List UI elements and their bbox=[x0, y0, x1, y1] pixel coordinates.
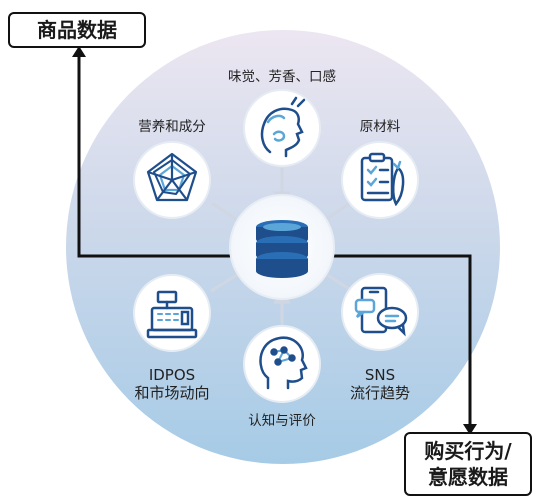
label-sns-line2: 流行趋势 bbox=[349, 384, 410, 402]
purchase-label-line1: 购买行为/ bbox=[424, 439, 512, 463]
label-cognition: 认知与评价 bbox=[248, 413, 316, 429]
sns-chat-icon bbox=[354, 286, 408, 337]
purchase-intent-data-box: 购买行为/ 意愿数据 bbox=[404, 432, 532, 496]
taste-face-icon bbox=[260, 96, 306, 158]
register-icon bbox=[146, 290, 198, 339]
radar-chart-icon bbox=[146, 152, 198, 202]
label-taste: 味觉、芳香、口感 bbox=[228, 69, 336, 85]
label-sns: SNS 流行趋势 bbox=[345, 366, 415, 402]
database-icon bbox=[256, 220, 308, 278]
node-cognition bbox=[243, 325, 321, 403]
label-sns-line1: SNS bbox=[364, 366, 396, 384]
label-idpos-line2: 和市场动向 bbox=[134, 384, 210, 402]
node-taste bbox=[243, 89, 321, 167]
label-idpos: IDPOS 和市场动向 bbox=[125, 366, 219, 402]
label-ingredient: 原材料 bbox=[359, 119, 401, 135]
arrowhead-top bbox=[72, 46, 86, 57]
node-idpos bbox=[133, 274, 211, 352]
purchase-label-line2: 意愿数据 bbox=[428, 465, 508, 489]
arrowhead-bottom bbox=[463, 424, 477, 435]
product-data-label: 商品数据 bbox=[37, 18, 117, 42]
brain-head-icon bbox=[259, 336, 308, 390]
label-idpos-line1: IDPOS bbox=[148, 366, 196, 384]
product-data-box: 商品数据 bbox=[8, 12, 146, 48]
label-nutrition: 营养和成分 bbox=[138, 119, 206, 135]
ingredient-list-icon bbox=[360, 152, 405, 207]
